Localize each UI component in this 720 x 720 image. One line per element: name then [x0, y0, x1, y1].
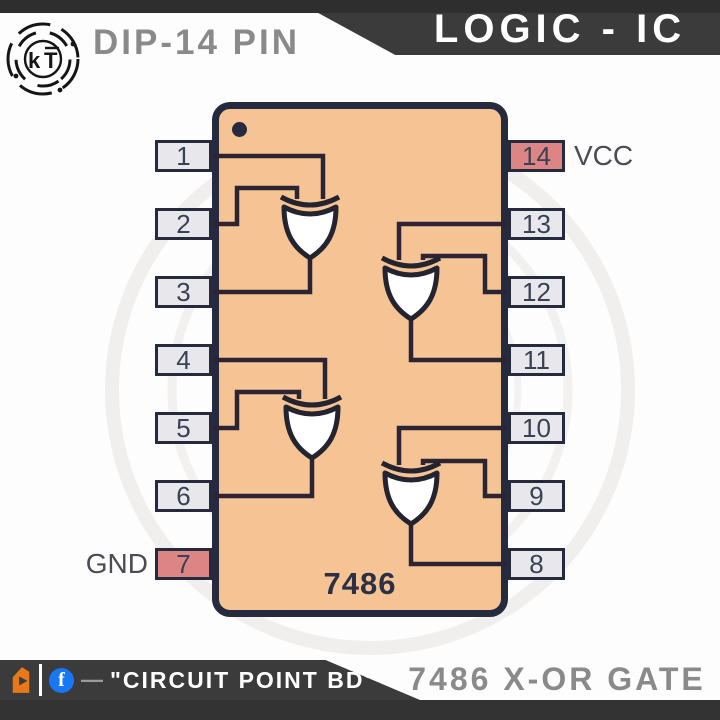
- page-title: LOGIC - IC: [433, 7, 687, 51]
- pin-8: 8: [508, 548, 565, 580]
- footer-brand-group: f — "CIRCUIT POINT BD": [10, 660, 377, 700]
- pin-14-vcc: 14: [508, 140, 565, 172]
- pin-7-gnd: 7: [155, 548, 212, 580]
- brand-name: "CIRCUIT POINT BD": [110, 667, 378, 693]
- svg-text:T: T: [44, 48, 58, 73]
- bottom-strip: [0, 700, 720, 720]
- vcc-label: VCC: [574, 140, 634, 171]
- separator-bar: [39, 664, 42, 696]
- pin-4: 4: [155, 344, 212, 376]
- pin-5: 5: [155, 412, 212, 444]
- channel-logo-icon: [12, 667, 30, 693]
- svg-text:k: k: [28, 48, 41, 73]
- kt-brand-logo-icon: k T: [6, 22, 80, 96]
- gnd-label: GND: [85, 548, 148, 579]
- ic-part-number: 7486: [323, 566, 397, 601]
- footer-subtitle: 7486 X-OR GATE: [408, 661, 706, 697]
- package-title: DIP-14 PIN: [93, 23, 300, 62]
- pin-10: 10: [508, 412, 565, 444]
- pin1-indicator-dot: [232, 122, 247, 137]
- header-band: [318, 13, 720, 55]
- pin-3: 3: [155, 276, 212, 308]
- facebook-icon: f: [49, 667, 74, 693]
- footer-dash: —: [81, 667, 103, 692]
- pin-6: 6: [155, 480, 212, 512]
- pin-2: 2: [155, 208, 212, 240]
- ic-package-body: 7486: [212, 102, 508, 617]
- pin-12: 12: [508, 276, 565, 308]
- pin-13: 13: [508, 208, 565, 240]
- pin-1: 1: [155, 140, 212, 172]
- pin-11: 11: [508, 344, 565, 376]
- top-strip: [0, 0, 720, 13]
- pin-9: 9: [508, 480, 565, 512]
